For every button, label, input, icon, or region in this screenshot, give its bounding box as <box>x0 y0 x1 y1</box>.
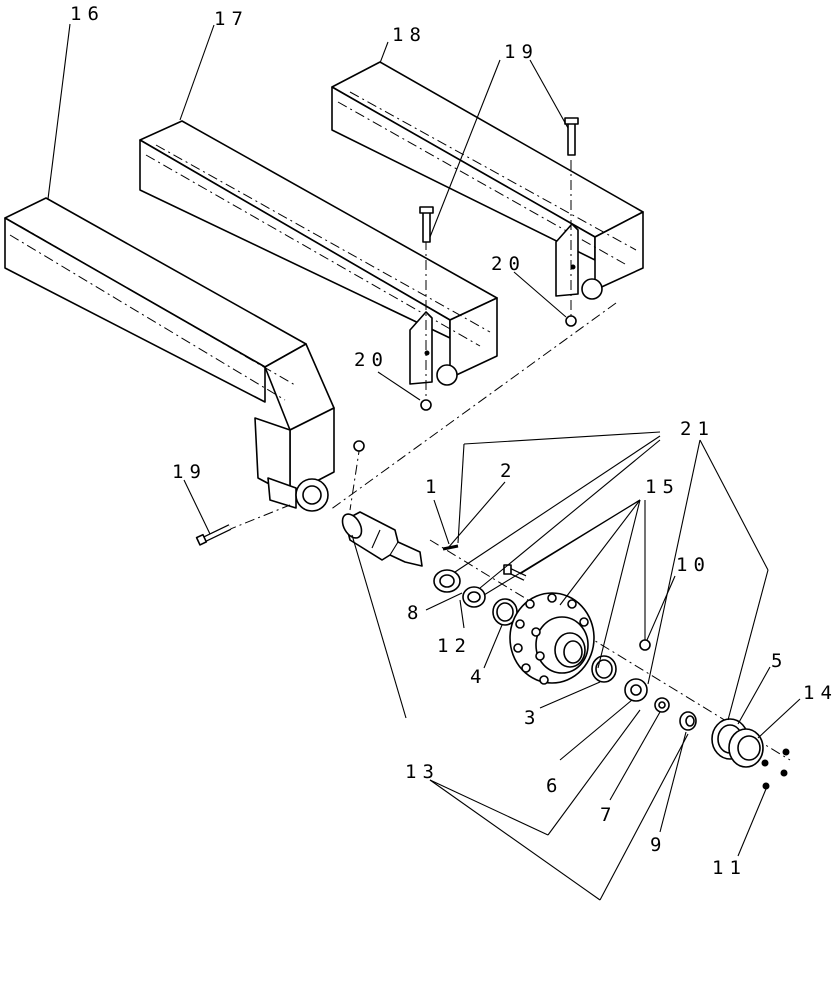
callout-16: 16 <box>70 3 105 25</box>
seal-12 <box>462 586 486 608</box>
callout-8: 8 <box>407 602 424 624</box>
callout-20-left: 20 <box>354 349 389 371</box>
callout-20-right: 20 <box>491 253 526 275</box>
nut-9 <box>679 711 697 731</box>
callout-17: 17 <box>214 8 249 30</box>
callout-2: 2 <box>500 460 517 482</box>
nut-20-c <box>353 440 365 452</box>
spindle-13 <box>341 511 423 567</box>
callout-6: 6 <box>546 775 563 797</box>
arm-18 <box>331 61 644 300</box>
leader-lines <box>47 23 801 901</box>
bolt-19-left <box>195 524 232 546</box>
arm-17 <box>139 120 498 386</box>
screws-11 <box>761 748 790 790</box>
callout-7: 7 <box>600 804 617 826</box>
callout-11: 11 <box>712 857 747 879</box>
callout-1: 1 <box>425 476 442 498</box>
bolt-19-mid <box>419 206 434 243</box>
callout-4: 4 <box>470 666 487 688</box>
callout-15: 15 <box>645 476 680 498</box>
bolt-19-top <box>564 117 579 156</box>
callout-10: 10 <box>676 554 711 576</box>
callout-3: 3 <box>524 707 541 729</box>
callout-14: 14 <box>803 682 836 704</box>
cap-14 <box>728 728 764 768</box>
cup-3 <box>591 655 617 683</box>
washer-8 <box>433 569 461 593</box>
nut-20-a <box>565 315 577 327</box>
callout-19-left: 19 <box>172 461 207 483</box>
callout-18: 18 <box>392 24 427 46</box>
callouts: 16 17 18 19 20 20 19 21 1 2 15 10 8 12 4… <box>70 3 836 879</box>
callout-13: 13 <box>405 761 440 783</box>
callout-19-top: 19 <box>504 41 539 63</box>
cone-6 <box>624 678 648 702</box>
callout-5: 5 <box>771 650 788 672</box>
callout-9: 9 <box>650 834 667 856</box>
pin-1 <box>442 544 459 551</box>
hub-15 <box>509 592 595 685</box>
callout-21: 21 <box>680 418 715 440</box>
nut-20-b <box>420 399 432 411</box>
hub-studs <box>513 593 589 685</box>
arm-16 <box>4 197 335 512</box>
callout-12: 12 <box>437 635 472 657</box>
washer-7 <box>654 697 670 713</box>
nut-10 <box>639 639 651 651</box>
